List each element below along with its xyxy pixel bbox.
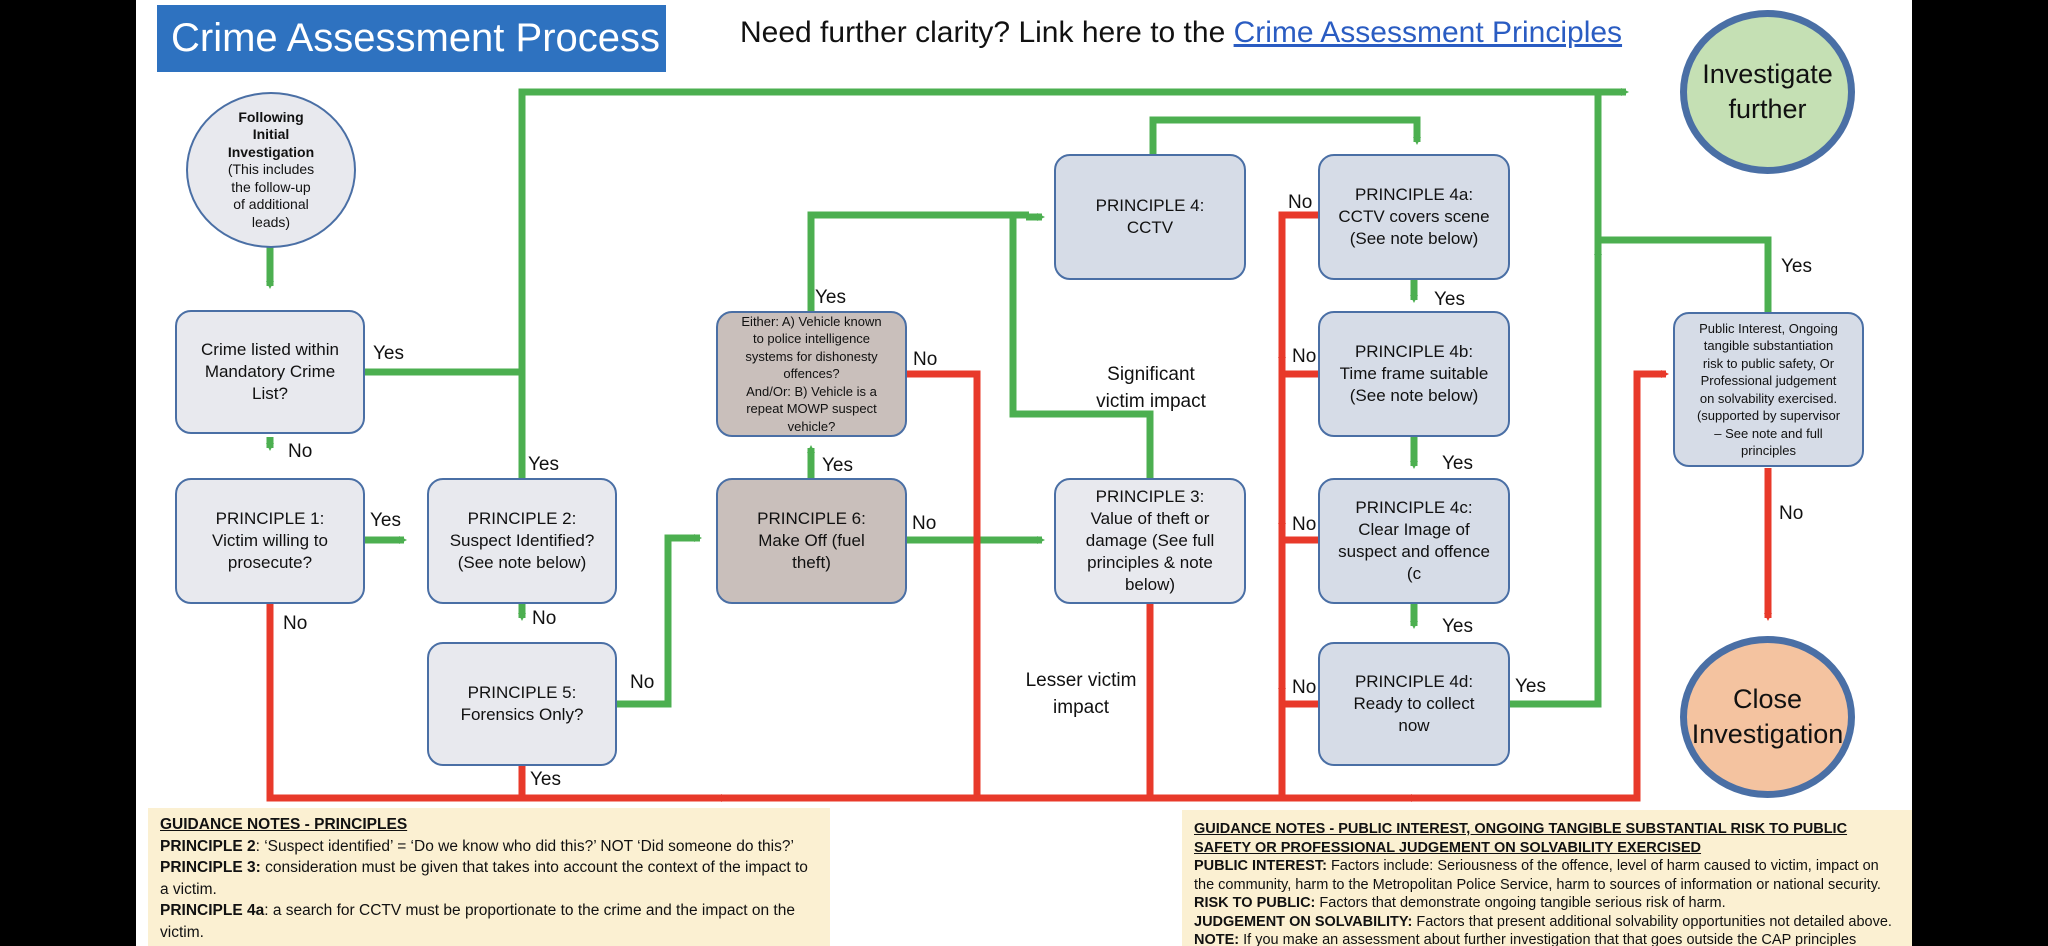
- principle-4-node: PRINCIPLE 4: CCTV: [1054, 154, 1246, 280]
- guidance-public-interest: PUBLIC INTEREST: Factors include: Seriou…: [1194, 858, 1881, 893]
- guidance-p4a: PRINCIPLE 4a: a search for CCTV must be …: [160, 902, 795, 941]
- principle-5-node: PRINCIPLE 5: Forensics Only?: [427, 642, 617, 766]
- label-significant-victim-impact: Significant victim impact: [1096, 364, 1206, 412]
- red-line-p4-no-chain: [1278, 211, 1318, 798]
- principle-4d-node: PRINCIPLE 4d: Ready to collect now: [1318, 642, 1510, 766]
- label-yes-public: Yes: [1781, 256, 1812, 277]
- label-yes-mandatory: Yes: [373, 343, 404, 364]
- clarity-prefix: Need further clarity? Link here to the: [740, 16, 1234, 49]
- guidance-left-heading: GUIDANCE NOTES - PRINCIPLES: [160, 816, 408, 833]
- label-yes-p1: Yes: [370, 510, 401, 531]
- green-line-p5-to-p6: [617, 534, 700, 708]
- page-title: Crime Assessment Process: [157, 5, 666, 72]
- label-yes-p4c: Yes: [1442, 616, 1473, 637]
- public-interest-node: Public Interest, Ongoing tangible substa…: [1673, 312, 1864, 467]
- principle-1-node: PRINCIPLE 1: Victim willing to prosecute…: [175, 478, 365, 604]
- flowchart-slide: Crime Assessment Process Need further cl…: [136, 0, 1912, 946]
- green-line-p3-significant-to-p4: [1009, 217, 1154, 478]
- guidance-risk-to-public: RISK TO PUBLIC: Factors that demonstrate…: [1194, 895, 1726, 911]
- label-no-p5: No: [630, 672, 655, 693]
- clarity-text: Need further clarity? Link here to the C…: [740, 16, 1622, 50]
- principle-3-node: PRINCIPLE 3: Value of theft or damage (S…: [1054, 478, 1246, 604]
- label-no-p6: No: [912, 513, 937, 534]
- label-yes-p6: Yes: [822, 455, 853, 476]
- crime-assessment-principles-link[interactable]: Crime Assessment Principles: [1233, 16, 1623, 49]
- flow-connectors: [266, 88, 1772, 802]
- label-no-p4d: No: [1292, 677, 1317, 698]
- investigate-further-node: Investigate further: [1680, 10, 1855, 174]
- label-lesser-victim-impact: Lesser victim impact: [1025, 670, 1137, 718]
- vehicle-intelligence-node: Either: A) Vehicle known to police intel…: [716, 311, 907, 437]
- mandatory-crime-list-node: Crime listed within Mandatory Crime List…: [175, 310, 365, 434]
- close-investigation-node: Close Investigation: [1680, 636, 1855, 798]
- start-node-subtitle: (This includes the follow-up of addition…: [227, 161, 315, 230]
- principle-6-node: PRINCIPLE 6: Make Off (fuel theft): [716, 478, 907, 604]
- principle-4b-node: PRINCIPLE 4b: Time frame suitable (See n…: [1318, 311, 1510, 437]
- label-yes-p4d: Yes: [1515, 676, 1546, 697]
- red-line-vehicle-no: [907, 370, 981, 798]
- principle-4c-node: PRINCIPLE 4c: Clear Image of suspect and…: [1318, 478, 1510, 604]
- label-no-public: No: [1779, 503, 1804, 524]
- guidance-p2: PRINCIPLE 2: ‘Suspect identified’ = ‘Do …: [160, 837, 794, 855]
- guidance-judgement-on-solvability: JUDGEMENT ON SOLVABILITY: Factors that p…: [1194, 913, 1892, 930]
- label-yes-p4b: Yes: [1442, 453, 1473, 474]
- guidance-right-heading: GUIDANCE NOTES - PUBLIC INTEREST, ONGOIN…: [1194, 821, 1848, 856]
- label-no-p4c: No: [1292, 514, 1317, 535]
- guidance-notes-public-interest: GUIDANCE NOTES - PUBLIC INTEREST, ONGOIN…: [1182, 810, 1912, 946]
- principle-4a-node: PRINCIPLE 4a: CCTV covers scene (See not…: [1318, 154, 1510, 280]
- label-yes-vehicle: Yes: [815, 287, 846, 308]
- green-line-p4d-yes-up: [1510, 95, 1602, 708]
- guidance-note: NOTE: If you make an assessment about fu…: [1194, 932, 1857, 946]
- label-no-mandatory: No: [288, 441, 313, 462]
- green-line-public-yes: [1598, 236, 1772, 312]
- guidance-notes-principles: GUIDANCE NOTES - PRINCIPLES PRINCIPLE 2:…: [148, 808, 830, 946]
- label-no-p1: No: [283, 613, 308, 634]
- label-no-p4a: No: [1288, 192, 1313, 213]
- label-yes-p5: Yes: [530, 769, 561, 790]
- label-no-vehicle: No: [913, 349, 938, 370]
- start-node: Following Initial Investigation (This in…: [186, 92, 356, 248]
- start-node-title: Following Initial Investigation: [227, 108, 315, 160]
- label-no-p4b: No: [1292, 346, 1317, 367]
- label-yes-p2: Yes: [528, 454, 559, 475]
- guidance-p3: PRINCIPLE 3: consideration must be given…: [160, 859, 808, 898]
- green-line-mandatory-yes-to-top: [365, 88, 1600, 376]
- label-yes-p4a: Yes: [1434, 289, 1465, 310]
- red-line-p1-no: [266, 370, 1666, 802]
- label-no-p2: No: [532, 608, 557, 629]
- green-line-p4-to-p4a: [1149, 116, 1421, 154]
- principle-2-node: PRINCIPLE 2: Suspect Identified? (See no…: [427, 478, 617, 604]
- green-line-vehicle-yes-to-p4: [807, 211, 1029, 311]
